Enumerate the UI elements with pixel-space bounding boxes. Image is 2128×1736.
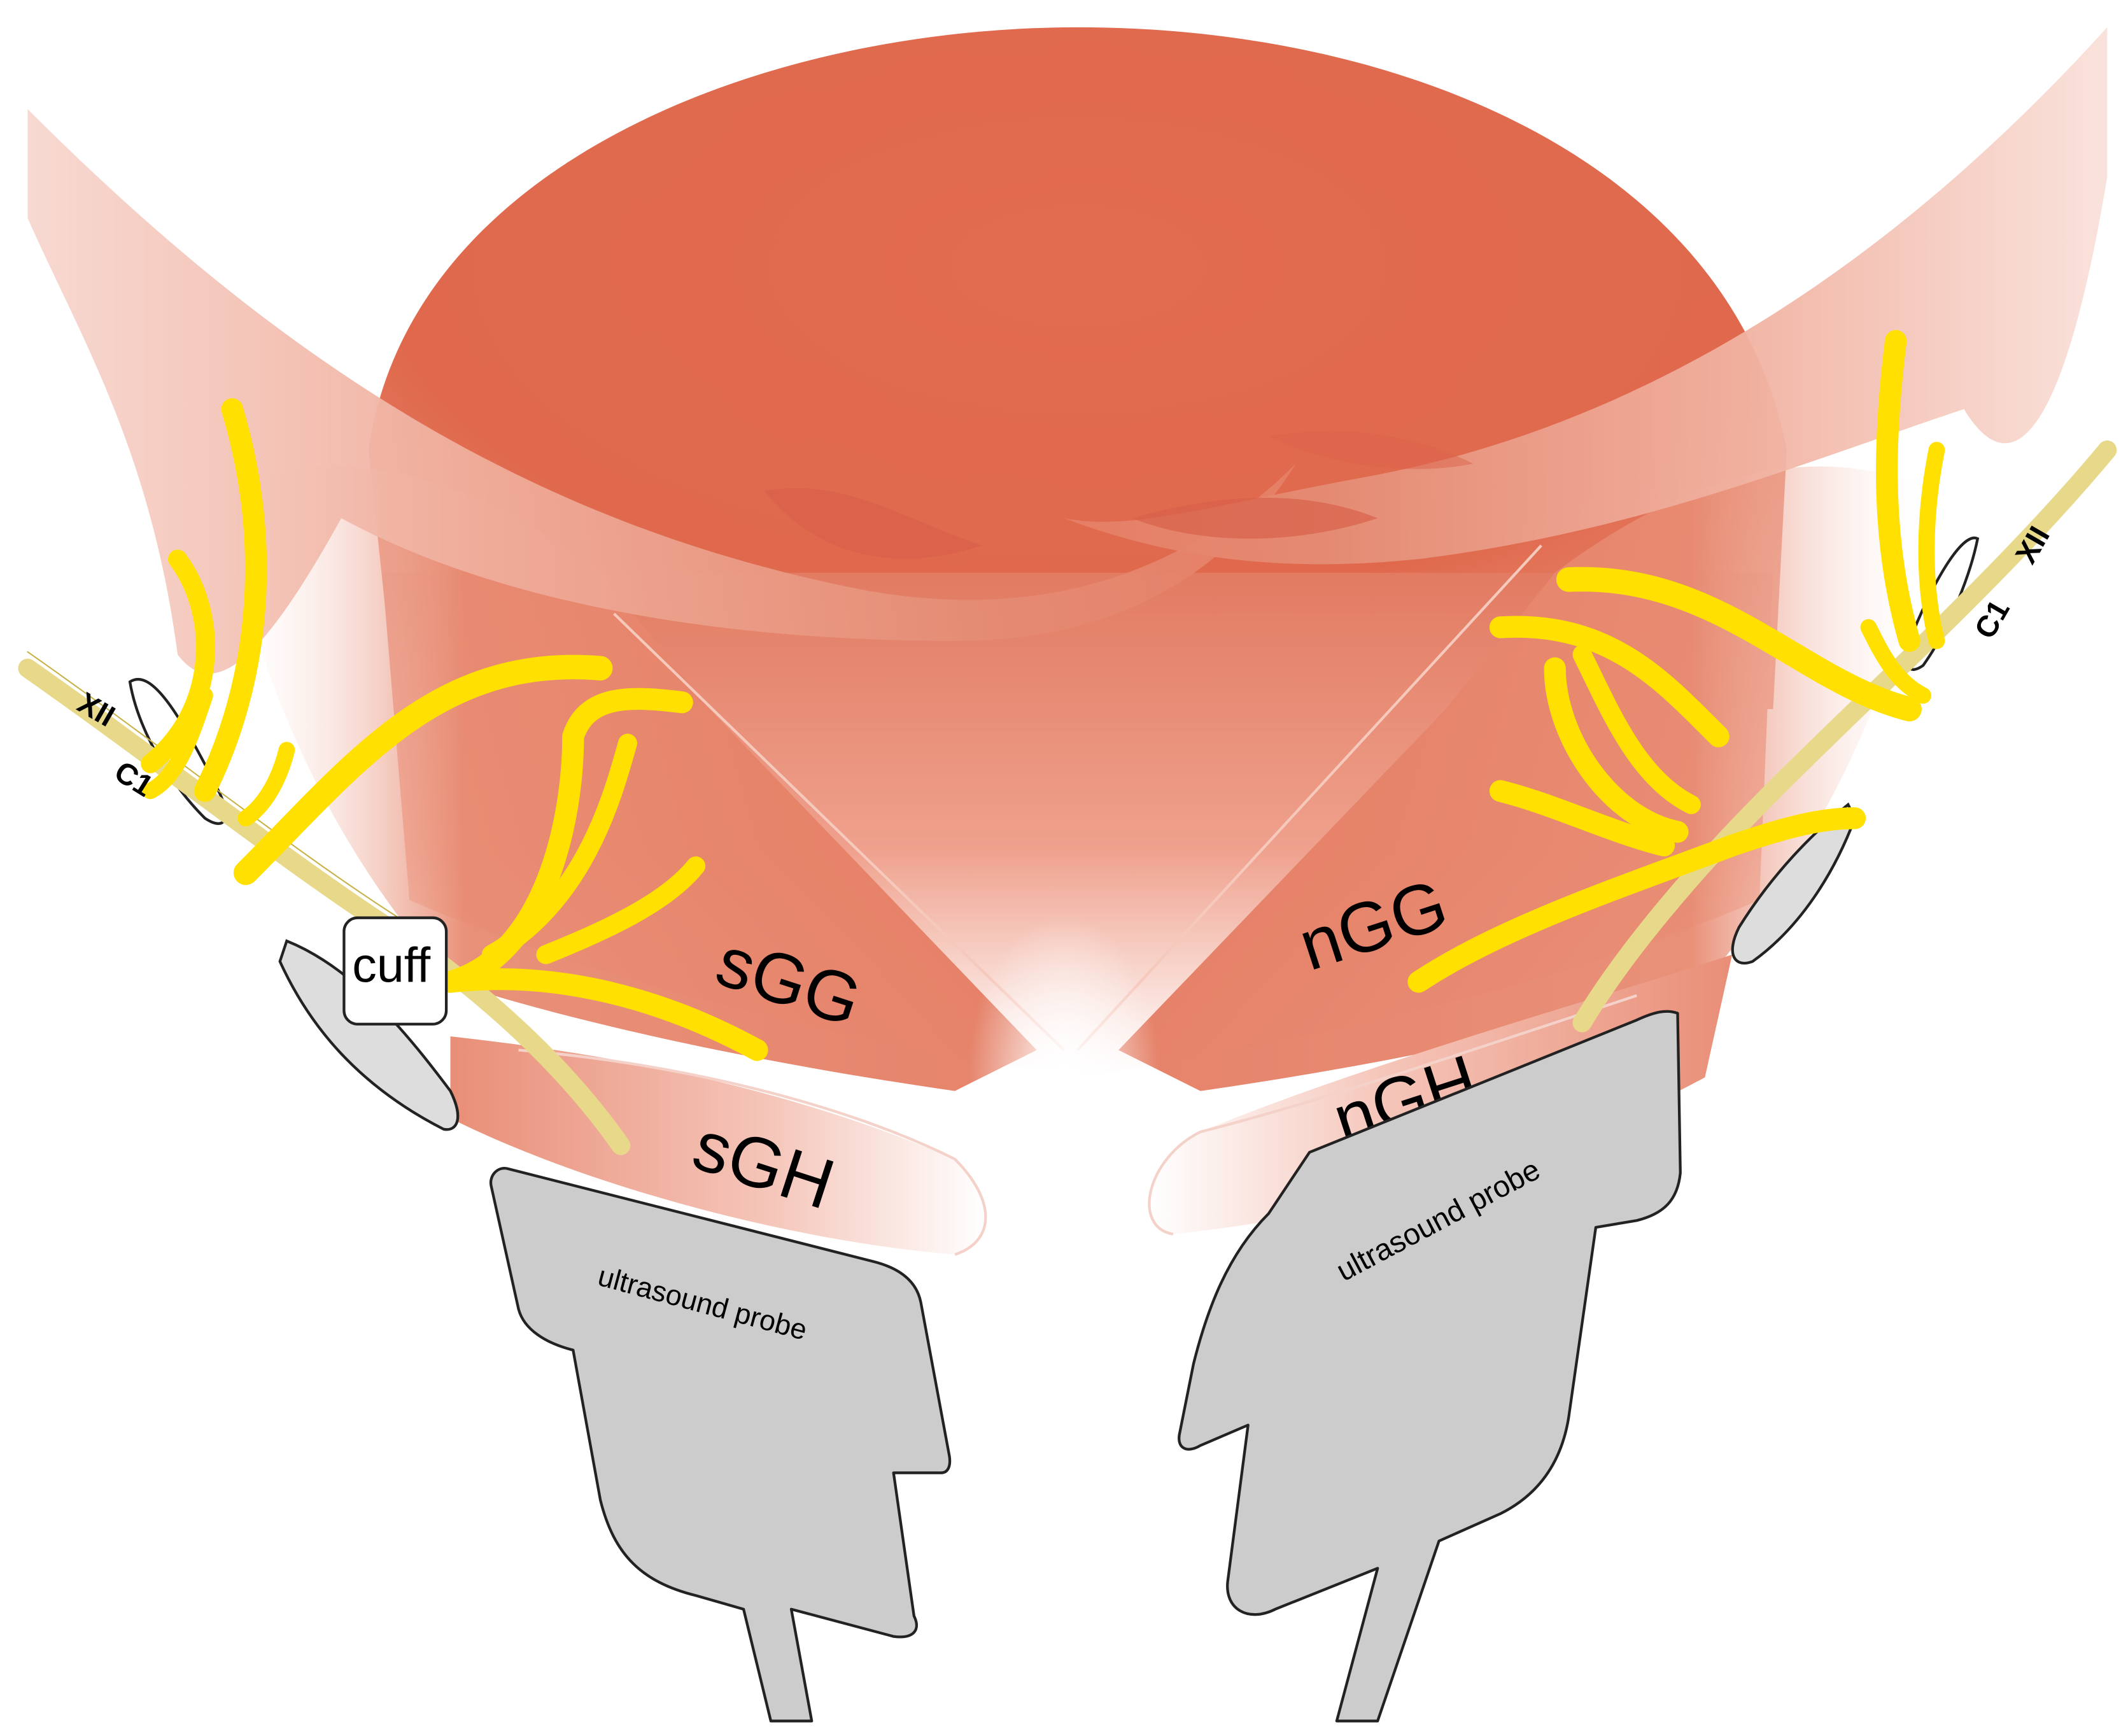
tongue-streak-1: [764, 488, 982, 559]
right-ultrasound-probe: ultrasound probe: [1178, 1010, 1682, 1723]
center-glow: [968, 914, 1160, 1241]
right-nerve-trunk: [1572, 440, 2117, 1033]
left-geniohyoid-outline: [518, 1048, 987, 1256]
right-nerve-branches: [1407, 330, 1945, 993]
right-geniohyoid-outline: [1148, 994, 1637, 1236]
label-cuff: cuff: [352, 938, 430, 992]
tongue-streak-3: [1268, 431, 1474, 469]
left-nerve-branches: [141, 398, 768, 1061]
midline-right: [1076, 544, 1542, 1051]
right-hyoid: [1731, 802, 1857, 965]
cuff-electrode: cuff: [342, 916, 448, 1026]
left-ultrasound-probe: ultrasound probe: [489, 1166, 952, 1723]
tongue-streak-2: [1132, 497, 1378, 539]
right-lingual-band: [1064, 27, 2108, 565]
left-nerve-trunk-outline: [27, 651, 411, 926]
left-lingual-band: [27, 109, 1296, 674]
